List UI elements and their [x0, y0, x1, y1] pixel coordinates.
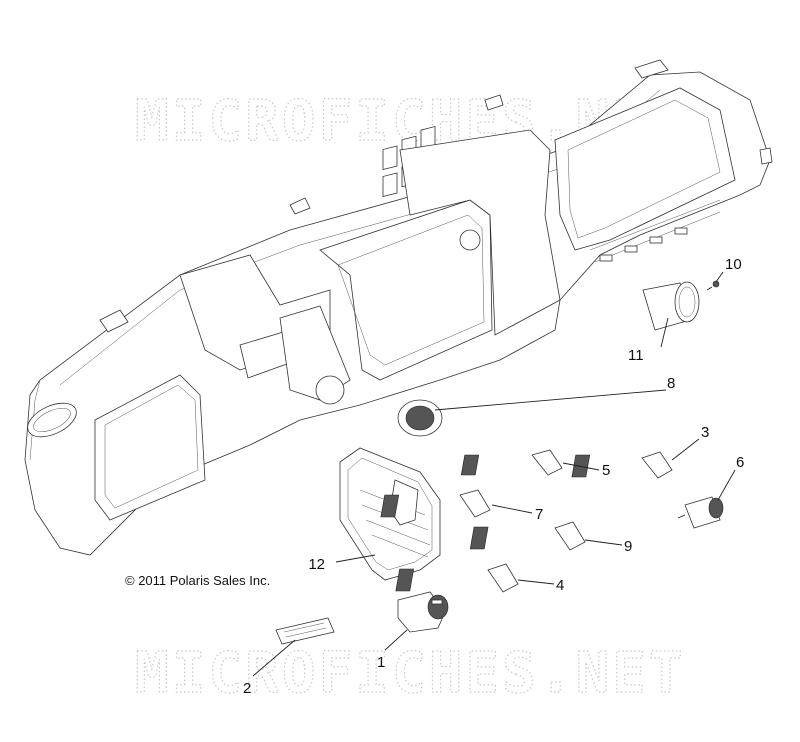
copyright-text: © 2011 Polaris Sales Inc.	[125, 573, 270, 588]
part-6-connector	[677, 496, 724, 529]
part-8-round-socket	[397, 399, 443, 437]
callout-12: 12	[308, 556, 325, 573]
part-1-ignition-switch	[397, 591, 449, 633]
part-5-switch	[460, 449, 563, 476]
leader-lines	[252, 271, 736, 677]
callout-1: 1	[377, 654, 385, 671]
part-2-badge	[275, 617, 335, 645]
dashboard-assembly	[24, 59, 773, 556]
callout-6: 6	[736, 454, 744, 471]
watermark-bottom: MICROFICHES.NET	[135, 641, 686, 706]
part-11-power-port	[642, 281, 700, 331]
part-3-switch	[571, 451, 673, 479]
part-9-switch	[469, 521, 586, 551]
callout-2: 2	[243, 680, 251, 697]
part-10-screw	[706, 280, 720, 291]
callout-9: 9	[624, 538, 632, 555]
callout-3: 3	[701, 424, 709, 441]
callout-5: 5	[602, 462, 610, 479]
part-7-switch	[380, 489, 491, 518]
part-4-switch	[395, 563, 519, 593]
callout-4: 4	[556, 577, 564, 594]
callout-8: 8	[667, 375, 675, 392]
callout-10: 10	[725, 256, 742, 273]
callout-11: 11	[628, 347, 644, 364]
callout-7: 7	[535, 506, 543, 523]
